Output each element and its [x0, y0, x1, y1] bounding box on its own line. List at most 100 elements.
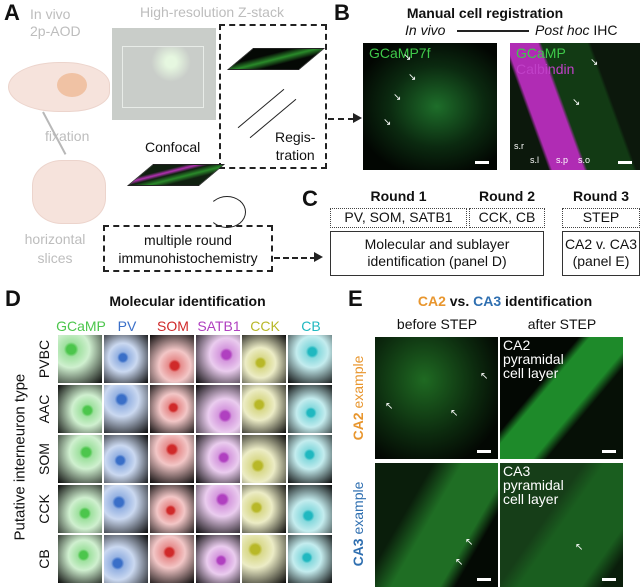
slices-line1: horizontal: [24, 231, 86, 247]
ihc-to-c-arrow: [274, 257, 316, 259]
overlay-pyramidal: pyramidal: [503, 351, 564, 367]
arrowhead-icon: [353, 113, 362, 123]
cell-arrow-icon: ↘: [393, 92, 402, 103]
registration-arrow-down: [237, 88, 285, 129]
ca3-layer-overlay: CA3 pyramidal cell layer: [503, 464, 564, 506]
overlay-cell-layer: cell layer: [503, 365, 559, 381]
ihc-tile: [242, 385, 286, 433]
purpose-ca2-ca3-box: CA2 v. CA3 (panel E): [562, 231, 640, 276]
title-ca3: CA3: [473, 293, 502, 309]
ca2-before-step-image: ↖ ↖ ↖: [375, 337, 498, 459]
overlay-cell-layer: cell layer: [503, 491, 559, 507]
cell-arrow-icon: ↖: [450, 408, 459, 419]
ihc-line1: multiple round: [144, 232, 232, 248]
channel-label: CCK: [250, 318, 280, 334]
scale-bar: [602, 450, 616, 453]
calbindin-label: Calbindin: [516, 61, 575, 77]
zstack-volume-outline: [122, 46, 204, 108]
horizontal-slices-label: horizontal slices: [20, 230, 90, 268]
cell-arrow-icon: ↘: [403, 52, 412, 63]
channel-label: SOM: [157, 318, 189, 334]
purpose2-line1: CA2 v. CA3: [564, 236, 638, 252]
ihc-tile: [104, 335, 148, 383]
ca2-after-step-image: CA2 pyramidal cell layer: [500, 337, 623, 459]
cell-arrow-icon: ↖: [465, 537, 474, 548]
title-vs: vs.: [449, 293, 470, 309]
ihc-tile: [104, 485, 148, 533]
invivo-image: GCaMP7f ↘ ↘ ↘ ↘: [363, 43, 497, 170]
ca3-before-step-image: ↖ ↖: [375, 463, 498, 587]
cell-arrow-icon: ↖: [385, 401, 394, 412]
ihc-box: multiple round immunohistochemistry: [103, 225, 273, 272]
row-label: CCK: [36, 494, 52, 524]
invivo-text: In vivo: [30, 6, 71, 22]
ihc-tile: [196, 535, 240, 583]
ihc-tile: [150, 335, 194, 383]
cell-arrow-icon: ↘: [408, 72, 417, 83]
row-label: CB: [36, 549, 52, 569]
cycle-arrow-icon: [208, 196, 246, 228]
panel-e-label: E: [348, 286, 363, 311]
scale-bar: [618, 161, 632, 164]
ihc-tile: [196, 485, 240, 533]
confocal-layer-top: [126, 164, 226, 186]
purpose2-line2: (panel E): [572, 253, 630, 269]
ihc-tile: [288, 435, 332, 483]
ihc-tile: [242, 485, 286, 533]
row-label: SOM: [36, 443, 52, 475]
posthoc-label: Post hoc IHC: [535, 22, 618, 38]
col-before-step: before STEP: [396, 316, 478, 332]
cell-arrow-icon: ↘: [590, 57, 599, 68]
channel-label: SATB1: [197, 318, 241, 334]
panel-c-label: C: [302, 186, 318, 211]
overlay-ca3: CA3: [503, 463, 531, 479]
ihc-tile: [288, 535, 332, 583]
slices-line2: slices: [37, 250, 73, 266]
gcamp7f-label: GCaMP7f: [369, 45, 431, 61]
ihc-tile: [58, 535, 102, 583]
ihc-tile: [104, 535, 148, 583]
fixation-label: fixation: [45, 128, 90, 144]
row-ca3-text: CA3: [350, 538, 366, 567]
layer-so: s.o: [578, 155, 591, 165]
registration-box: Regis- tration: [219, 24, 327, 169]
scale-bar: [477, 578, 491, 581]
row-ca3-example: CA3 example: [350, 474, 366, 574]
ihc-tile: [196, 385, 240, 433]
ihc-tile: [104, 385, 148, 433]
layer-sp: s.p: [556, 155, 569, 165]
scale-bar: [477, 450, 491, 453]
panel-b-title: Manual cell registration: [406, 5, 564, 21]
ihc-text: IHC: [593, 22, 618, 38]
invivo-2p-aod-label: In vivo 2p-AOD: [30, 6, 81, 40]
ihc-tile: [288, 335, 332, 383]
purpose-molecular-box: Molecular and sublayer identification (p…: [330, 231, 544, 276]
ca2-layer-overlay: CA2 pyramidal cell layer: [503, 338, 564, 380]
confocal-layer: [122, 202, 222, 224]
ihc-line2: immunohistochemistry: [118, 250, 258, 266]
panel-e-title: CA2 vs. CA3 identification: [395, 293, 615, 309]
layer-sr: s.r: [514, 141, 524, 151]
cell-arrow-icon: ↖: [480, 371, 489, 382]
posthoc-image: GCaMP Calbindin s.r s.l s.p s.o ↘ ↘: [510, 43, 640, 170]
channel-label: CB: [301, 318, 321, 334]
title-identification: identification: [505, 293, 593, 309]
channel-label: GCaMP: [56, 318, 106, 334]
col-after-step: after STEP: [527, 316, 597, 332]
ihc-tile: [196, 435, 240, 483]
ihc-tile: [150, 485, 194, 533]
ca3-after-step-image: CA3 pyramidal cell layer ↖: [500, 463, 623, 587]
purpose1-line1: Molecular and sublayer: [364, 236, 510, 252]
confocal-label: Confocal: [145, 139, 201, 155]
row-label: PVBC: [36, 339, 52, 379]
channel-label: PV: [117, 318, 137, 334]
interneuron-type-axis-label: Putative interneuron type: [11, 373, 29, 541]
round2-title: Round 2: [479, 188, 535, 204]
row-example-text: example: [350, 355, 366, 409]
2p-aod-text: 2p-AOD: [30, 23, 81, 39]
panel-d-title: Molecular identification: [109, 293, 266, 309]
ihc-tile: [242, 435, 286, 483]
double-arrow-icon: [457, 30, 529, 32]
panel-b-label: B: [334, 0, 350, 25]
ihc-tile: [58, 335, 102, 383]
